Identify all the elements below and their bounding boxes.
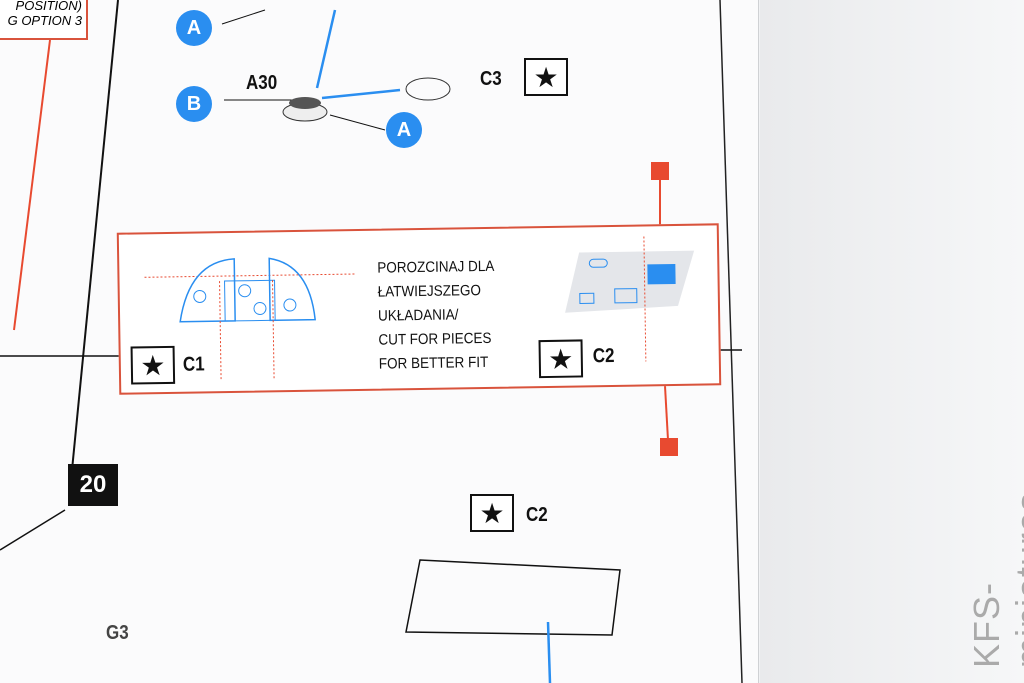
decal-star-icon: ★	[470, 494, 514, 532]
decal-star-icon: ★	[130, 345, 176, 385]
instruction-line: POROZCINAJ DLA	[377, 257, 495, 277]
part-label-c1: C1	[182, 353, 205, 376]
callout-a: A	[176, 10, 212, 46]
instrument-panel-decal-icon	[144, 257, 355, 382]
diagram-lines	[0, 0, 743, 683]
marker-square	[651, 162, 669, 180]
part-label-c2: C2	[592, 344, 615, 368]
part-label-g3: G3	[106, 622, 129, 644]
instruction-text: POROZCINAJ DLA ŁATWIEJSZEGO UKŁADANIA/ C…	[377, 255, 496, 377]
part-label-a30: A30	[246, 72, 278, 94]
decal-star-icon: ★	[524, 58, 568, 96]
instruction-line: UKŁADANIA/	[377, 306, 459, 325]
marker-square	[660, 438, 678, 456]
option-note-box: POSITION) G OPTION 3	[0, 0, 88, 40]
step-number: 20	[68, 464, 118, 506]
option-note-line2: G OPTION 3	[7, 13, 82, 28]
option-note-line1: POSITION)	[15, 0, 82, 13]
part-label-c3: C3	[480, 68, 502, 90]
instruction-line: FOR BETTER FIT	[378, 353, 489, 373]
callout-a: A	[386, 112, 422, 148]
instruction-line: CUT FOR PIECES	[378, 329, 492, 349]
part-label-c2-lower: C2	[526, 504, 548, 526]
watermark: KFS-miniatures	[966, 492, 1024, 668]
callout-b: B	[176, 86, 212, 122]
console-decal-icon	[565, 236, 695, 362]
decal-star-icon: ★	[538, 339, 584, 379]
background	[760, 0, 1024, 683]
decal-cut-box: POROZCINAJ DLA ŁATWIEJSZEGO UKŁADANIA/ C…	[116, 223, 722, 395]
instruction-line: ŁATWIEJSZEGO	[377, 282, 482, 301]
